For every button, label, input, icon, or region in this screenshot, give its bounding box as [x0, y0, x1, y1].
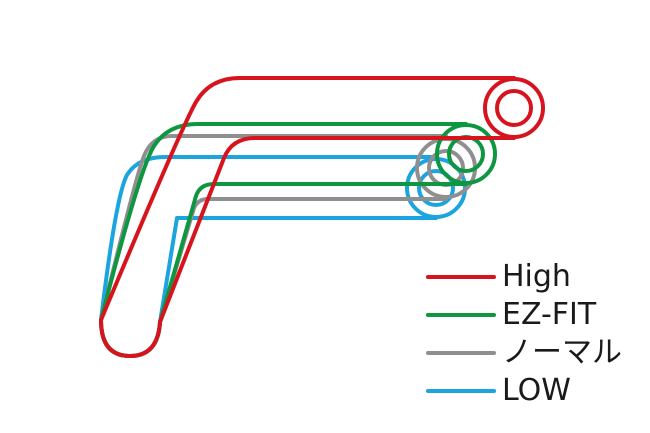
- handlebar-low-outline: [99, 155, 438, 358]
- legend-swatch-high: [426, 275, 496, 279]
- legend-label-low: LOW: [502, 373, 571, 408]
- handlebar-high-outline: [99, 76, 516, 358]
- legend-swatch-ezfit: [426, 313, 496, 317]
- handlebar-normal: [99, 134, 477, 358]
- legend-item-high: High: [426, 258, 636, 296]
- handlebar-ezfit-end-outer: [435, 123, 497, 185]
- legend-item-ezfit: EZ-FIT: [426, 296, 636, 334]
- legend-label-normal: ノーマル: [502, 335, 622, 370]
- legend-swatch-low: [426, 389, 496, 393]
- legend: High EZ-FIT ノーマル LOW: [426, 258, 636, 410]
- legend-label-ezfit: EZ-FIT: [502, 297, 597, 332]
- handlebar-normal-end-outer: [415, 137, 477, 199]
- legend-item-normal: ノーマル: [426, 334, 636, 372]
- handlebar-high-end-inner: [495, 89, 533, 127]
- legend-item-low: LOW: [426, 372, 636, 410]
- handlebar-normal-outline: [99, 134, 448, 358]
- handlebar-low-end-inner: [417, 169, 455, 207]
- legend-label-high: High: [502, 259, 571, 294]
- legend-swatch-normal: [426, 351, 496, 355]
- handlebar-high-end-outer: [483, 77, 545, 139]
- handlebar-high: [99, 76, 545, 358]
